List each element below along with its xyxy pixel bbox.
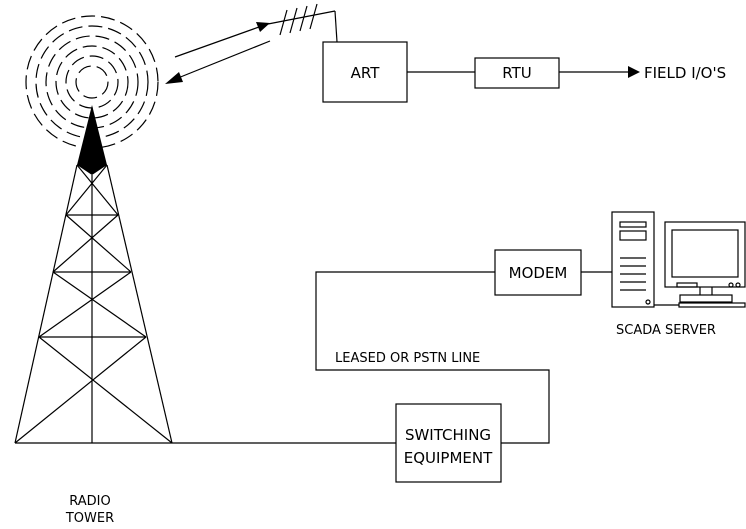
radio-tower-icon [14, 105, 173, 444]
leased-pstn-line [315, 271, 550, 444]
field-io-arrow [559, 66, 640, 78]
modem-box: MODEM [494, 249, 582, 296]
radio-tower-label-line1: RADIO [69, 494, 110, 509]
rtu-label: RTU [502, 64, 531, 82]
rtu-box: RTU [474, 57, 560, 89]
switching-equipment-box: SWITCHING EQUIPMENT [395, 403, 502, 483]
scada-server-label: SCADA SERVER [616, 323, 716, 338]
leased-line-label: LEASED OR PSTN LINE [335, 351, 480, 366]
radio-tower-label-line2: TOWER [65, 511, 114, 526]
modem-label: MODEM [509, 264, 568, 282]
yagi-antenna-icon [267, 3, 338, 43]
computer-tower-icon [611, 211, 679, 308]
field-io-label: FIELD I/O'S [644, 64, 726, 82]
switching-label-line1: SWITCHING [405, 426, 491, 444]
switching-label-line2: EQUIPMENT [404, 449, 493, 467]
wireless-link [165, 22, 271, 84]
monitor-icon [664, 221, 746, 308]
art-label: ART [351, 64, 381, 82]
art-box: ART [322, 41, 408, 103]
